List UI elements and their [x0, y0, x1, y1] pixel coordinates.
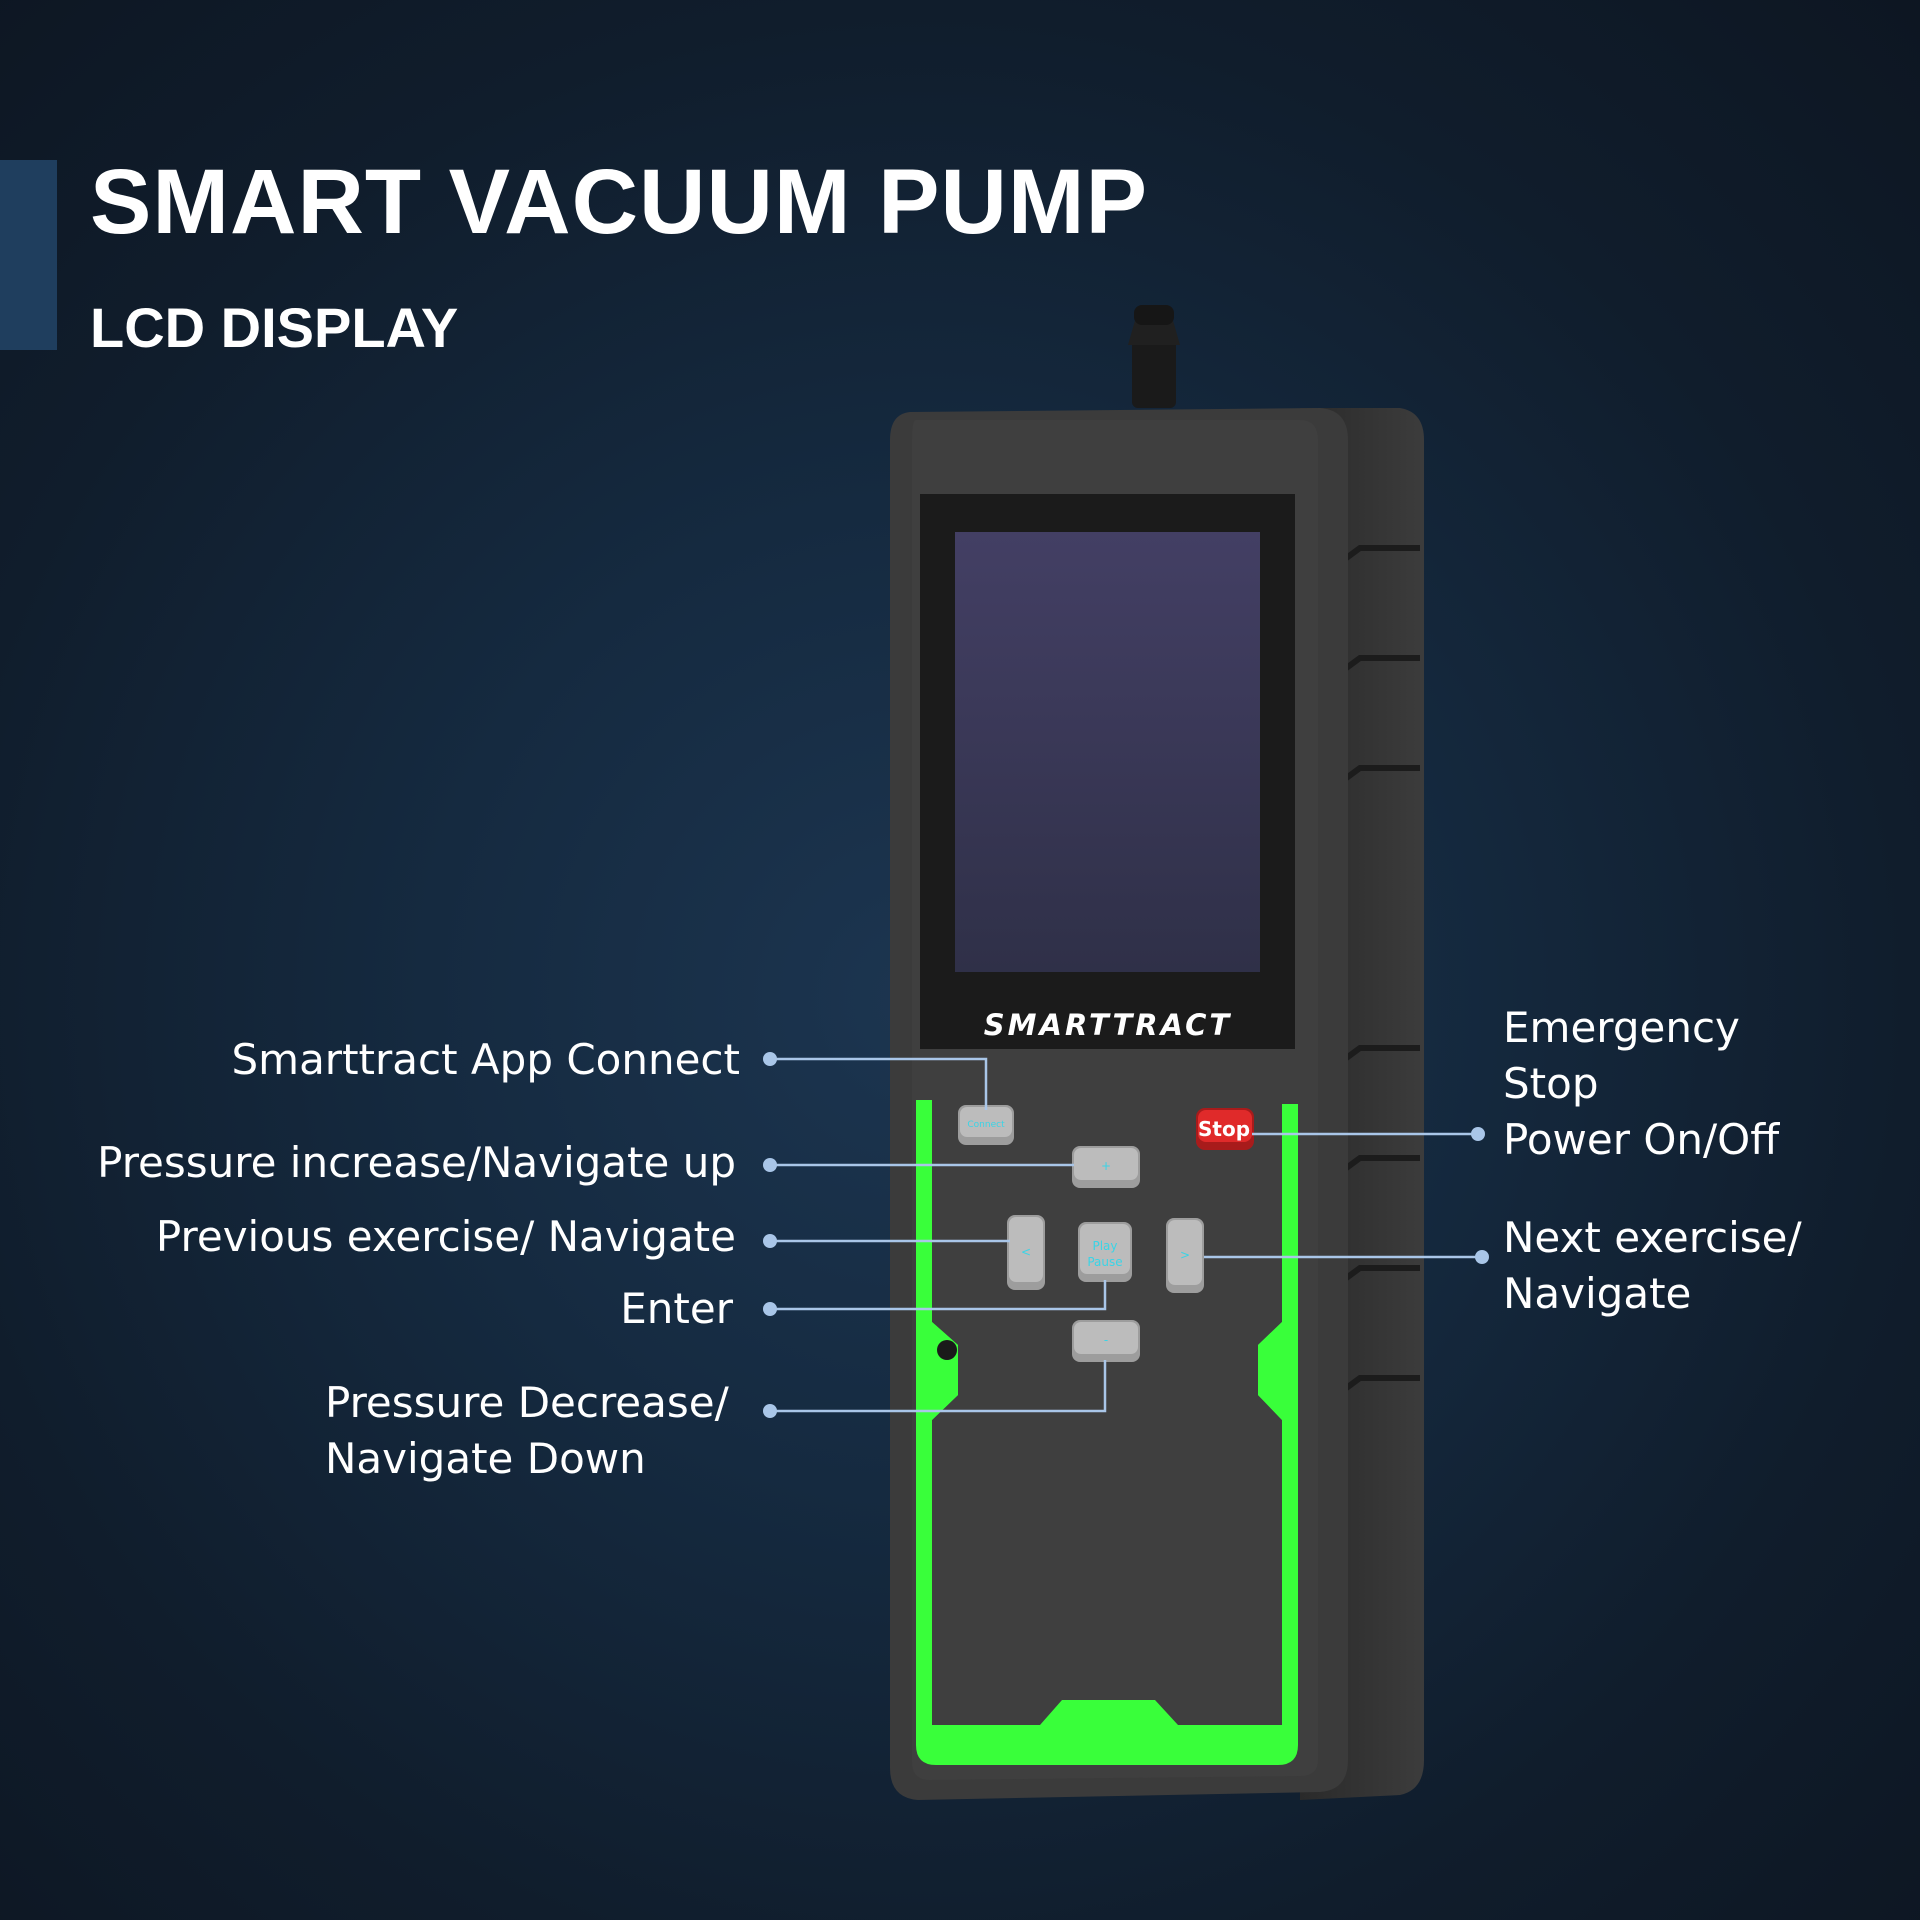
callout-enter: Enter: [620, 1284, 733, 1333]
callout-emergency-stop: Emergency Stop Power On/Off: [1503, 1003, 1780, 1164]
green-accent-right-tab: [1258, 1322, 1282, 1420]
leader-dot-next: [1475, 1250, 1489, 1264]
svg-text:-: -: [1104, 1333, 1108, 1347]
leader-dot-enter: [763, 1302, 777, 1316]
svg-text:Stop: Stop: [1198, 1117, 1250, 1141]
callout-pressure-up: Pressure increase/Navigate up: [97, 1138, 736, 1187]
stop-button[interactable]: Stop: [1196, 1108, 1254, 1150]
right-button[interactable]: >: [1166, 1218, 1204, 1293]
page-title: SMART VACUUM PUMP: [90, 151, 1148, 253]
callout-next: Next exercise/ Navigate: [1503, 1213, 1802, 1318]
left-button[interactable]: <: [1007, 1215, 1045, 1290]
up-button[interactable]: +: [1072, 1146, 1140, 1188]
svg-text:Play: Play: [1092, 1239, 1117, 1253]
svg-text:+: +: [1101, 1159, 1111, 1173]
svg-text:>: >: [1180, 1248, 1190, 1262]
accent-bar: [0, 160, 57, 350]
leader-dot-app-connect: [763, 1052, 777, 1066]
connect-button[interactable]: Connect: [958, 1105, 1014, 1145]
callout-previous: Previous exercise/ Navigate: [155, 1212, 736, 1261]
svg-text:Pause: Pause: [1087, 1255, 1122, 1269]
brand-logo: SMARTTRACT: [984, 1008, 1232, 1042]
callout-app-connect: Smarttract App Connect: [231, 1035, 741, 1084]
callout-pressure-down: Pressure Decrease/ Navigate Down: [325, 1378, 729, 1483]
leader-dot-pressure-up: [763, 1158, 777, 1172]
indicator-led: [937, 1340, 957, 1360]
hose-nozzle: [1128, 305, 1180, 408]
svg-text:Connect: Connect: [967, 1120, 1005, 1130]
down-button[interactable]: -: [1072, 1320, 1140, 1362]
leader-line-app-connect: [770, 1057, 988, 1110]
lcd-screen: [955, 532, 1260, 972]
svg-text:<: <: [1021, 1245, 1031, 1259]
leader-line-pressure-down: [770, 1360, 1107, 1413]
leader-dot-pressure-down: [763, 1404, 777, 1418]
leader-dot-previous: [763, 1234, 777, 1248]
page-subtitle: LCD DISPLAY: [90, 296, 459, 359]
play-pause-button[interactable]: Play Pause: [1078, 1222, 1132, 1282]
leader-line-enter: [770, 1280, 1107, 1311]
leader-dot-emergency: [1471, 1127, 1485, 1141]
